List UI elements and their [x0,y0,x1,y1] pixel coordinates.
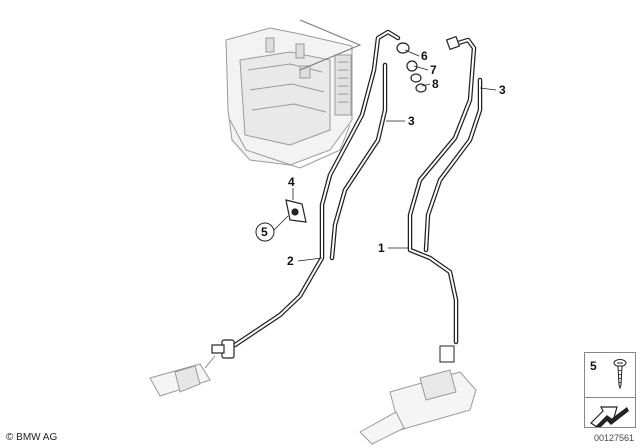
fittings-6-7-8 [396,35,461,93]
callout-3-right: 3 [499,83,506,97]
hydraulic-unit [225,19,362,169]
slave-cylinder [149,355,216,397]
master-cylinder [359,345,477,445]
left-connector [211,339,235,359]
callout-7: 7 [430,63,437,77]
callout-2: 2 [287,254,294,268]
callout-6: 6 [421,49,428,63]
callout-1: 1 [378,241,385,255]
callout-4: 4 [288,175,295,189]
callout-8: 8 [432,77,439,91]
copyright: © BMW AG [6,432,58,443]
callout-5-circle [255,222,275,242]
screw-icon [613,359,627,389]
callout-3-middle: 3 [408,114,415,128]
legend-divider [585,397,635,398]
leader-lines [271,49,497,262]
image-number: 00127561 [593,433,634,443]
legend-box: 5 [584,352,636,428]
arrow-icon [590,406,629,427]
legend-part-number: 5 [590,359,597,373]
clip-4 [285,199,307,223]
callout-5: 5 [261,225,268,239]
